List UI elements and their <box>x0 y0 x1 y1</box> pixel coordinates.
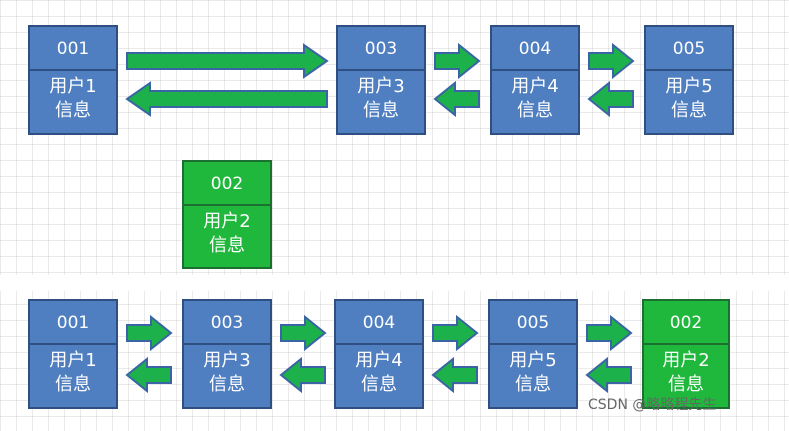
node-user-label: 用户4 <box>355 350 403 371</box>
middle-node-002: 002 用户2 信息 <box>182 160 272 269</box>
node-info: 用户1 信息 <box>30 71 116 123</box>
arrow-right-icon <box>586 314 633 352</box>
bottom-node-005: 005 用户5 信息 <box>488 299 578 409</box>
node-info-label: 信息 <box>515 374 551 395</box>
node-info-label: 信息 <box>363 100 399 121</box>
node-id: 005 <box>490 301 576 345</box>
bottom-node-001: 001 用户1 信息 <box>28 299 118 409</box>
node-info: 用户2 信息 <box>644 345 728 397</box>
node-info: 用户3 信息 <box>184 345 270 397</box>
node-info-label: 信息 <box>209 235 245 256</box>
arrow-left-icon <box>125 356 172 394</box>
node-user-label: 用户5 <box>509 350 557 371</box>
node-info-label: 信息 <box>361 374 397 395</box>
arrow-right-icon <box>126 314 173 352</box>
node-id: 002 <box>184 162 270 206</box>
node-info: 用户3 信息 <box>338 71 424 123</box>
bottom-node-002: 002 用户2 信息 <box>642 299 730 409</box>
arrow-left-icon <box>279 356 326 394</box>
node-user-label: 用户3 <box>357 76 405 97</box>
top-node-004: 004 用户4 信息 <box>490 25 580 135</box>
arrow-left-icon <box>431 356 478 394</box>
node-info: 用户1 信息 <box>30 345 116 397</box>
section-separator <box>0 275 789 291</box>
node-info: 用户5 信息 <box>490 345 576 397</box>
top-node-003: 003 用户3 信息 <box>336 25 426 135</box>
node-user-label: 用户3 <box>203 350 251 371</box>
arrow-left-icon <box>433 80 480 118</box>
node-info: 用户4 信息 <box>336 345 422 397</box>
node-id: 004 <box>492 27 578 71</box>
node-info: 用户4 信息 <box>492 71 578 123</box>
node-id: 001 <box>30 301 116 345</box>
bottom-node-003: 003 用户3 信息 <box>182 299 272 409</box>
arrow-right-icon <box>588 42 635 80</box>
node-id: 002 <box>644 301 728 345</box>
node-info-label: 信息 <box>209 374 245 395</box>
node-id: 005 <box>646 27 732 71</box>
node-id: 003 <box>184 301 270 345</box>
node-info-label: 信息 <box>55 374 91 395</box>
node-info-label: 信息 <box>668 374 704 395</box>
node-id: 004 <box>336 301 422 345</box>
arrow-left-icon <box>585 356 632 394</box>
arrow-right-icon <box>432 314 479 352</box>
node-info: 用户2 信息 <box>184 206 270 258</box>
node-user-label: 用户2 <box>662 350 710 371</box>
node-info-label: 信息 <box>517 100 553 121</box>
node-user-label: 用户2 <box>203 211 251 232</box>
node-info-label: 信息 <box>55 100 91 121</box>
arrow-right-icon <box>126 43 329 79</box>
node-info: 用户5 信息 <box>646 71 732 123</box>
node-id: 001 <box>30 27 116 71</box>
node-user-label: 用户1 <box>49 76 97 97</box>
node-user-label: 用户1 <box>49 350 97 371</box>
arrow-left-icon <box>587 80 634 118</box>
node-user-label: 用户4 <box>511 76 559 97</box>
node-id: 003 <box>338 27 424 71</box>
top-node-001: 001 用户1 信息 <box>28 25 118 135</box>
arrow-right-icon <box>434 42 481 80</box>
watermark: CSDN @略略程先生 <box>588 397 717 413</box>
arrow-left-icon <box>125 81 328 117</box>
top-node-005: 005 用户5 信息 <box>644 25 734 135</box>
node-info-label: 信息 <box>671 100 707 121</box>
bottom-node-004: 004 用户4 信息 <box>334 299 424 409</box>
node-user-label: 用户5 <box>665 76 713 97</box>
arrow-right-icon <box>280 314 327 352</box>
